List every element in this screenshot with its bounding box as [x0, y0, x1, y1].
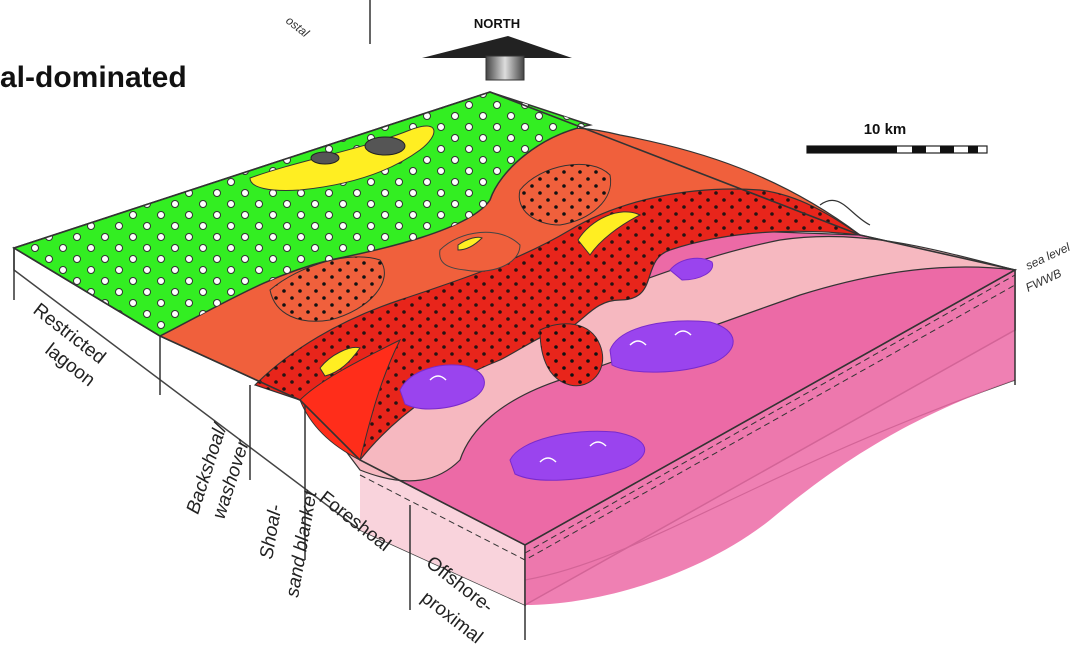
- scale-bar: [807, 146, 987, 153]
- svg-text:Shoal-: Shoal-: [256, 503, 286, 561]
- scale-label: 10 km: [864, 121, 907, 138]
- diagram-title: al-dominated: [0, 61, 187, 94]
- north-label: NORTH: [474, 16, 520, 31]
- top-label-fragment: ostal: [283, 13, 312, 40]
- zone-label-shoal-sand-blanket: Shoal- sand blanket: [256, 488, 322, 598]
- sea-level-label: sea level: [1023, 240, 1072, 273]
- north-arrow-icon: [422, 36, 572, 80]
- svg-text:sand blanket: sand blanket: [282, 488, 322, 598]
- pond-icon: [365, 137, 405, 155]
